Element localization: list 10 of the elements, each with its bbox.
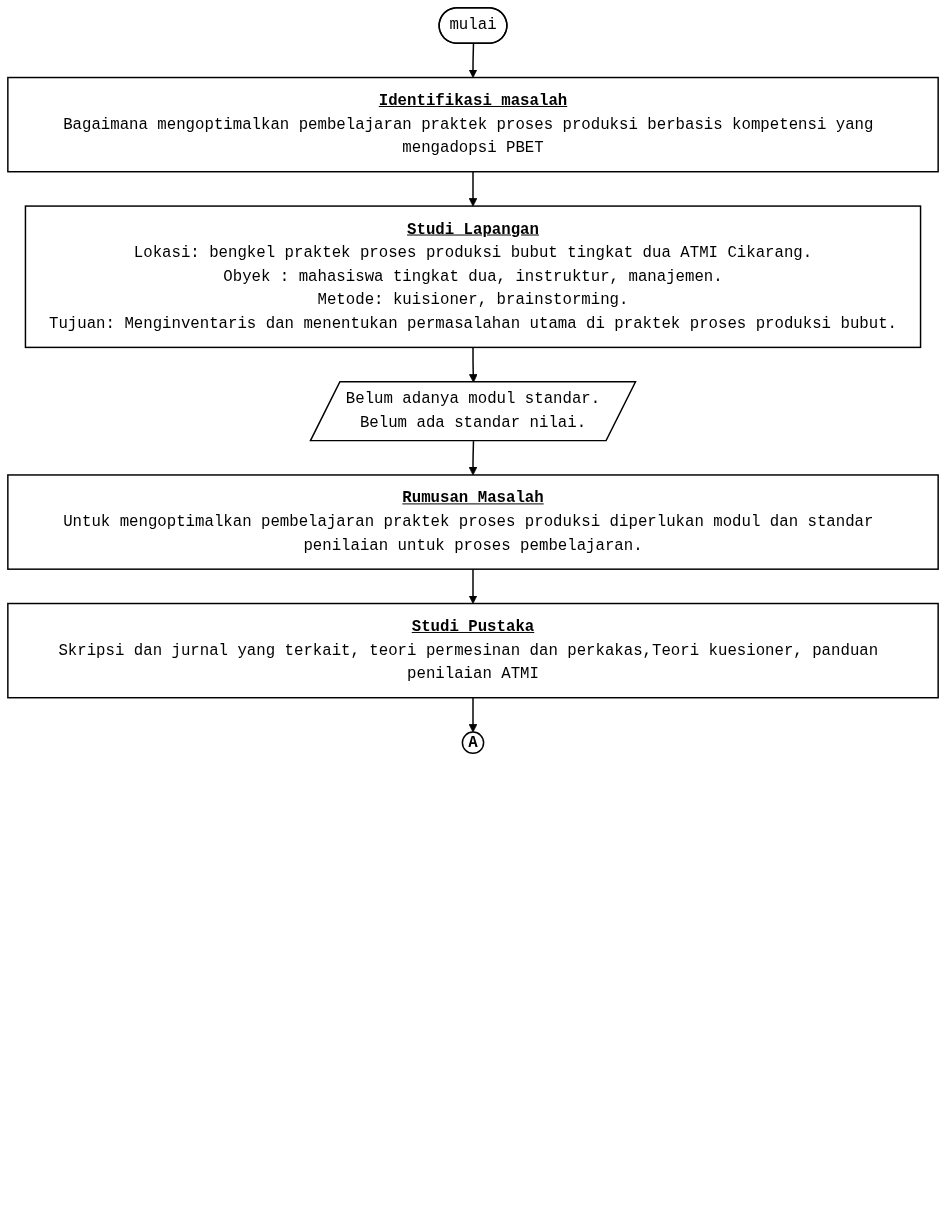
node-box [24, 205, 922, 349]
arrow [468, 42, 478, 78]
arrow [468, 440, 478, 476]
arrow [468, 568, 478, 604]
node-circle [461, 731, 485, 754]
node-box [7, 602, 939, 699]
node-box [7, 474, 939, 570]
node-box [7, 76, 939, 173]
arrow [468, 697, 478, 733]
arrow [468, 171, 478, 207]
